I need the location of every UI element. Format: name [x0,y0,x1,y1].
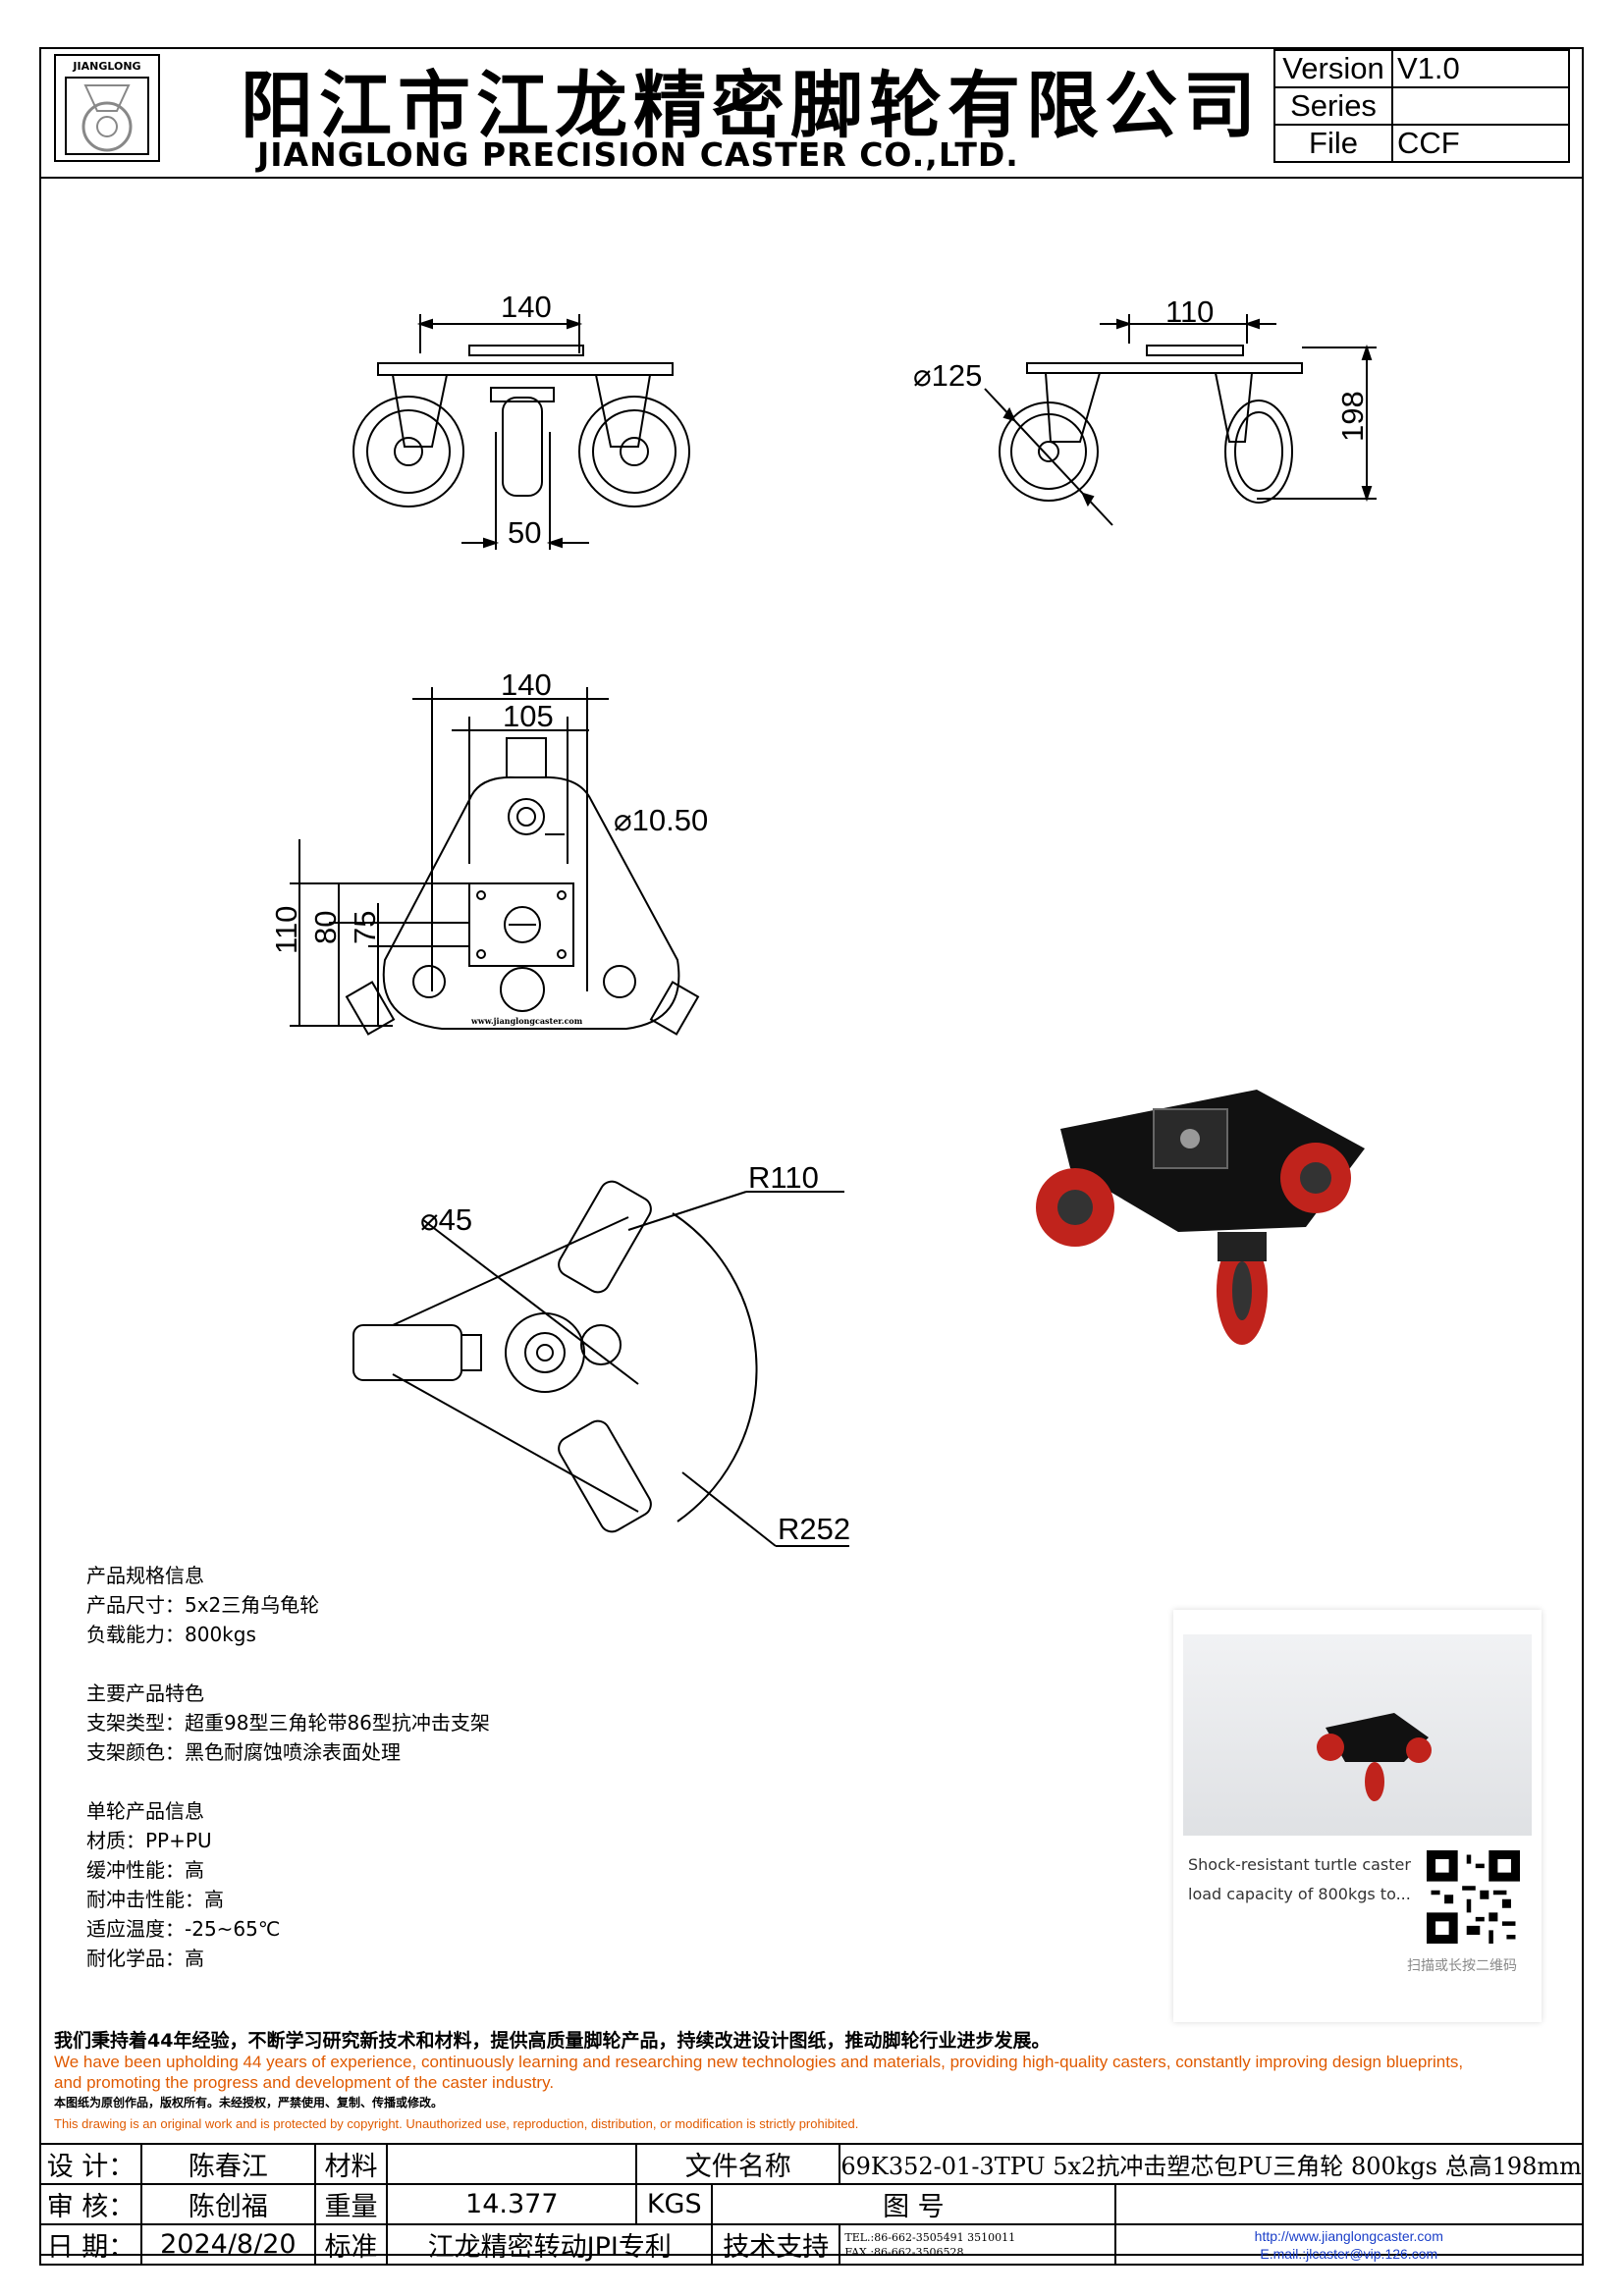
statement-cn: 我们秉持着44年经验，不断学习研究新技术和材料，提供高质量脚轮产品，持续改进设计… [54,2030,1051,2052]
spec-line: 耐冲击性能：高 [86,1888,224,1911]
caster-photo-icon [1317,1713,1432,1801]
contact-web[interactable]: http://www.jianglongcaster.com E.mail.:j… [1113,2223,1585,2266]
spec-group-3: 单轮产品信息 材质：PP+PU 缓冲性能：高 耐冲击性能：高 适应温度：-25~… [86,1796,490,1973]
spec-line: 支架颜色：黑色耐腐蚀喷涂表面处理 [86,1740,401,1764]
review-label: 审 核： [38,2183,143,2225]
front-view [352,314,690,550]
website-stamp: www.jianglongcaster.com [471,1016,583,1026]
support-label: 技术支持 [711,2223,841,2266]
dim-hole-diameter-value: 10.50 [631,803,709,837]
bottom-view [352,1180,849,1547]
standard-value: 江龙精密转动JPI专利 [386,2223,714,2266]
dim-hole-diameter: ⌀10.50 [614,803,709,837]
standard-label: 标准 [313,2223,389,2266]
meta-value [1391,86,1570,126]
material-value [386,2143,638,2185]
caster-logo-icon [65,77,149,155]
meta-value: CCF [1391,124,1570,163]
spec-heading: 主要产品特色 [86,1682,204,1705]
qr-note: 扫描或长按二维码 [1407,1958,1517,1974]
spec-group-1: 产品规格信息 产品尺寸：5x2三角乌龟轮 负载能力：800kgs [86,1561,490,1649]
date-label: 日 期： [38,2223,143,2266]
spec-line: 耐化学品：高 [86,1947,204,1970]
logo-text: JIANGLONG [73,60,141,73]
dim-r252: R252 [778,1512,851,1546]
drawing-no-label: 图 号 [711,2183,1116,2225]
design-value: 陈春江 [140,2143,316,2185]
dim-top-105: 105 [503,699,554,733]
company-statement: 我们秉持着44年经验，不断学习研究新技术和材料，提供高质量脚轮产品，持续改进设计… [54,2031,1463,2134]
statement-en-1: We have been upholding 44 years of exper… [54,2053,1464,2071]
meta-key: Series [1273,86,1393,126]
meta-value: V1.0 [1391,49,1570,88]
spec-line: 材质：PP+PU [86,1829,212,1852]
side-view [984,314,1377,526]
weight-label: 重量 [313,2183,389,2225]
meta-key: File [1273,124,1393,163]
header-divider [39,177,1584,179]
dim-top-140: 140 [501,667,552,702]
contact-phone: TEL.:86-662-3505491 3510011 FAX.:86-662-… [839,2223,1116,2266]
qr-code-icon[interactable] [1427,1850,1520,1944]
company-name-cn: 阳江市江龙精密脚轮有限公司 [241,64,1262,148]
spec-line: 适应温度：-25~65℃ [86,1917,281,1941]
dim-h75: 75 [348,910,382,944]
dim-wheel-width: 50 [508,515,542,550]
weight-value: 14.377 [386,2183,638,2225]
tel: TEL.:86-662-3505491 3510011 [844,2230,1016,2244]
dim-h80: 80 [308,910,343,944]
weight-unit: KGS [635,2183,714,2225]
product-specs: 产品规格信息 产品尺寸：5x2三角乌龟轮 负载能力：800kgs 主要产品特色 … [86,1561,490,2002]
top-view [290,687,700,1036]
material-label: 材料 [313,2143,389,2185]
copyright-en: This drawing is an original work and is … [54,2116,859,2131]
dim-front-width: 140 [501,290,552,324]
spec-line: 缓冲性能：高 [86,1858,204,1882]
spec-heading: 产品规格信息 [86,1564,204,1587]
date-value: 2024/8/20 [140,2223,316,2266]
dim-side-width: 110 [1165,294,1215,329]
meta-key: Version [1273,49,1393,88]
company-name-en: JIANGLONG PRECISION CASTER CO.,LTD. [257,135,1019,174]
spec-line: 支架类型：超重98型三角轮带86型抗冲击支架 [86,1711,490,1735]
dim-total-height: 198 [1335,391,1370,442]
dim-wheel-diameter-value: 125 [931,358,983,393]
copyright-cn: 本图纸为原创作品，版权所有。未经授权，严禁使用、复制、传播或修改。 [54,2096,444,2109]
spec-line: 产品尺寸：5x2三角乌龟轮 [86,1593,320,1617]
product-caption: Shock-resistant turtle caster load capac… [1188,1855,1411,1903]
dim-r110: R110 [748,1160,819,1195]
spec-line: 负载能力：800kgs [86,1623,256,1646]
spec-heading: 单轮产品信息 [86,1799,204,1823]
product-photo[interactable] [1183,1634,1532,1836]
dim-d45-value: 45 [438,1202,473,1237]
statement-en-2: and promoting the progress and developme… [54,2073,555,2092]
dim-wheel-diameter: ⌀125 [913,358,983,393]
filename-label: 文件名称 [635,2143,841,2185]
product-3d-render [1036,1090,1365,1345]
filename-value: 69K352-01-3TPU 5x2抗冲击塑芯包PU三角轮 800kgs 总高1… [839,2143,1584,2185]
review-value: 陈创福 [140,2183,316,2225]
company-logo: JIANGLONG [54,54,160,162]
dim-d45: ⌀45 [420,1202,473,1237]
spec-group-2: 主要产品特色 支架类型：超重98型三角轮带86型抗冲击支架 支架颜色：黑色耐腐蚀… [86,1679,490,1767]
drawing-no-value [1113,2183,1585,2225]
dim-h110: 110 [269,905,303,954]
product-card[interactable]: Shock-resistant turtle caster load capac… [1173,1610,1542,2022]
fax: FAX.:86-662-3506528 [844,2245,964,2259]
design-label: 设 计： [38,2143,143,2185]
website-link[interactable]: http://www.jianglongcaster.com [1254,2227,1443,2244]
email-link[interactable]: E.mail.:jlcaster@vip.126.com [1260,2245,1438,2262]
title-block: 设 计： 陈春江 材料 文件名称 69K352-01-3TPU 5x2抗冲击塑芯… [38,2143,1585,2266]
